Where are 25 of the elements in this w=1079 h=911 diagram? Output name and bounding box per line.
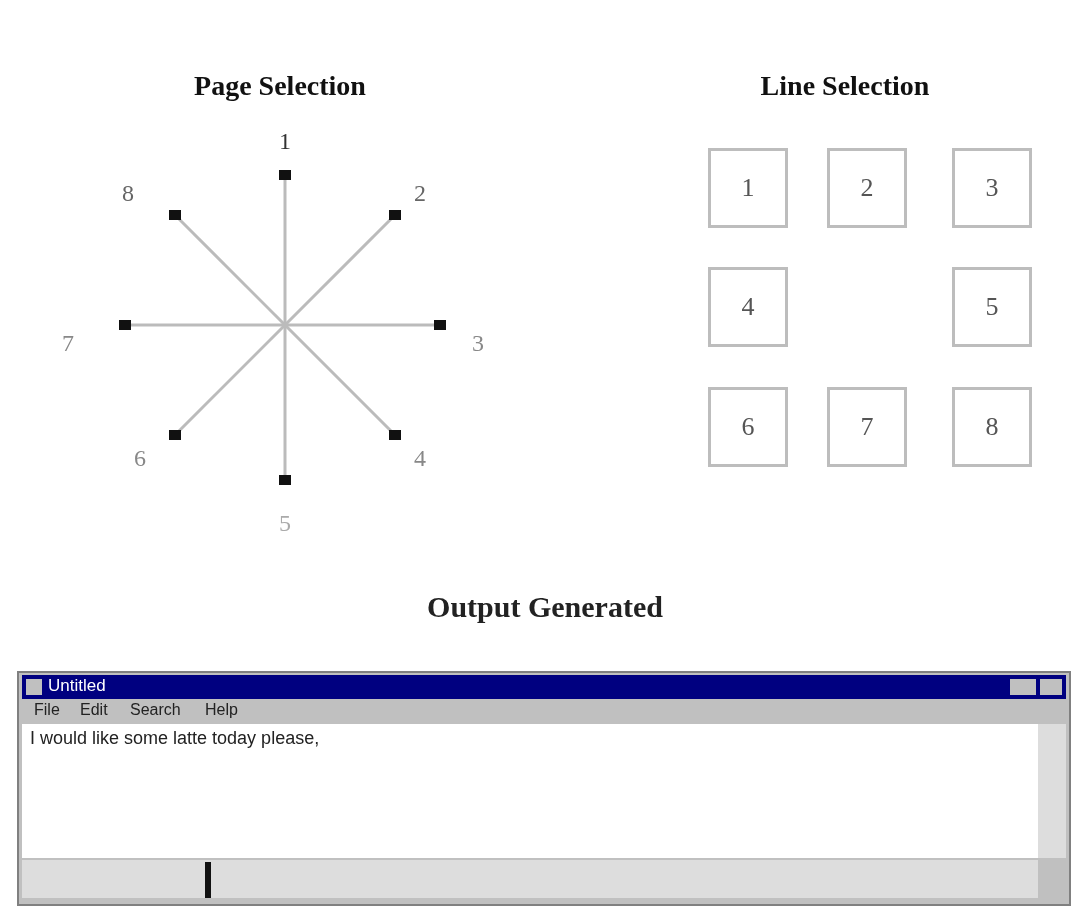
heading: Page Selection	[194, 70, 366, 102]
document-text: I would like some latte today please,	[30, 728, 320, 749]
number-box: 8	[952, 387, 1032, 467]
direction-number: 7	[62, 330, 74, 357]
number-box: 6	[708, 387, 788, 467]
menu-item: Search	[130, 701, 181, 719]
menu-item: Help	[205, 701, 238, 719]
menu-item: File	[34, 701, 60, 719]
menu-item: Edit	[80, 701, 108, 719]
heading: Line Selection	[760, 70, 930, 102]
window-title: Untitled	[48, 676, 106, 696]
direction-number: 4	[414, 445, 426, 472]
direction-number: 8	[122, 180, 134, 207]
direction-number: 2	[414, 180, 426, 207]
number-box: 7	[827, 387, 907, 467]
number-box: 5	[952, 267, 1032, 347]
direction-number: 5	[279, 510, 291, 537]
direction-number: 1	[279, 128, 291, 155]
number-box: 2	[827, 148, 907, 228]
heading: Output Generated	[427, 590, 663, 624]
direction-number: 6	[134, 445, 146, 472]
direction-number: 3	[472, 330, 484, 357]
number-box: 3	[952, 148, 1032, 228]
number-box: 1	[708, 148, 788, 228]
number-box: 4	[708, 267, 788, 347]
